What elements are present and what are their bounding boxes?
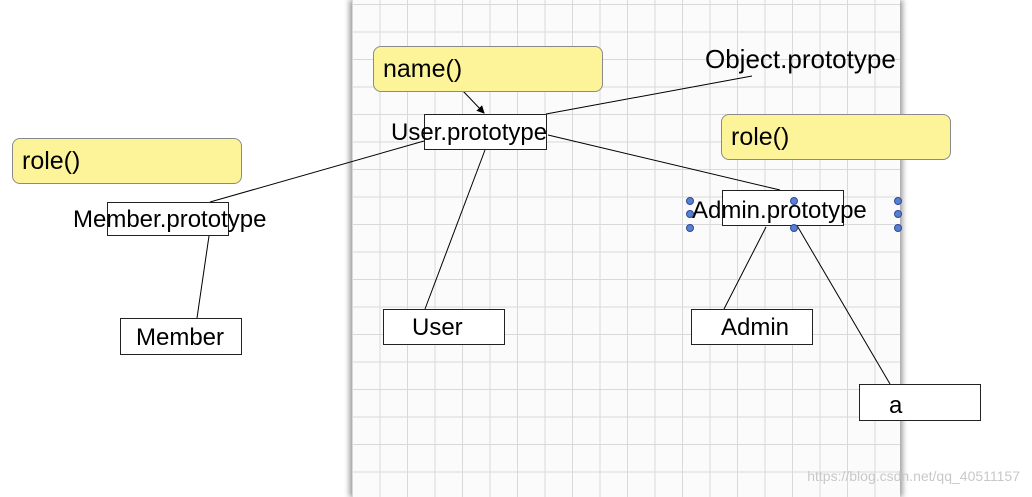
name-method-note: name() (373, 46, 603, 92)
admin-box (691, 309, 813, 345)
line-user-prototype-to-object-prototype (545, 75, 753, 115)
instance-a-label: a (889, 392, 903, 419)
user-prototype-box (424, 114, 547, 150)
line-admin-prototype-to-user-prototype (547, 134, 781, 191)
admin-prototype-label: Admin.prototype (692, 197, 867, 224)
selection-handle-top-left[interactable] (686, 197, 694, 205)
member-prototype-label: Member.prototype (73, 206, 267, 233)
instance-a-box (859, 384, 981, 421)
admin-label: Admin (721, 314, 790, 341)
line-admin-to-admin-prototype (723, 226, 767, 310)
selection-handle-bottom-right[interactable] (894, 224, 902, 232)
selection-handle-bottom-left[interactable] (686, 224, 694, 232)
admin-prototype-box (722, 190, 844, 226)
user-prototype-label: User.prototype (391, 119, 548, 146)
selection-handle-middle-right[interactable] (894, 210, 902, 218)
user-box (383, 309, 505, 345)
member-box (120, 318, 242, 355)
role-method-note-member: role() (12, 138, 242, 184)
arrow-name-to-user-prototype (461, 89, 485, 114)
line-member-to-member-prototype (196, 235, 210, 319)
line-member-prototype-to-user-prototype (209, 140, 425, 203)
member-prototype-box (107, 202, 229, 236)
role-method-note-admin: role() (721, 114, 951, 160)
watermark: https://blog.csdn.net/qq_40511157 (807, 468, 1020, 484)
member-label: Member (136, 324, 225, 351)
object-prototype-label: Object.prototype (705, 44, 896, 74)
selection-handle-bottom-center[interactable] (790, 224, 798, 232)
line-user-to-user-prototype (424, 149, 486, 310)
selection-handle-top-center[interactable] (790, 197, 798, 205)
selection-handle-top-right[interactable] (894, 197, 902, 205)
selection-handle-middle-left[interactable] (686, 210, 694, 218)
line-a-to-admin-prototype (791, 216, 891, 385)
user-label: User (412, 314, 463, 341)
